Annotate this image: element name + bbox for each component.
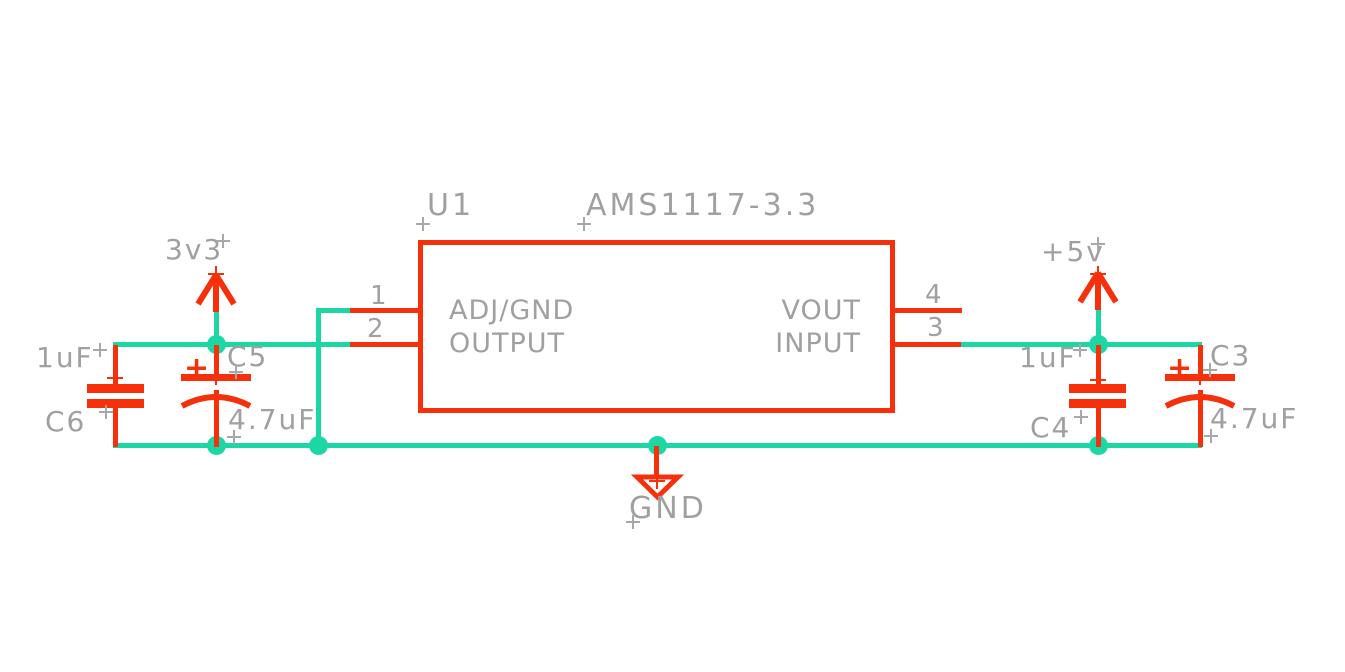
gnd-stub[interactable] [654,446,659,477]
cap-plate[interactable] [87,384,144,393]
pin-name-output: OUTPUT [449,328,566,359]
ic-value: AMS1117-3.3 [586,188,820,223]
wire-5v-supply-stub[interactable] [1096,308,1101,345]
wire-pin1-to-gnd-vertical[interactable] [316,308,321,448]
cap-value-c3: 4.7uF [1210,402,1299,435]
pin-3-stub[interactable] [895,342,961,347]
text-anchor-icon [1091,237,1105,251]
net-label-gnd: GND [629,491,707,526]
junction-dot [309,436,328,455]
cap-ref-c4: C4 [1030,411,1072,444]
junction-dot [207,335,226,354]
pin-4-number: 4 [925,280,942,310]
part-origin-icon [1192,369,1208,385]
cap-ref-c5: C5 [227,340,269,373]
text-anchor-icon [1204,429,1218,443]
cap-lead[interactable] [1096,345,1101,386]
text-anchor-icon [577,217,591,231]
part-origin-icon [649,473,665,489]
text-anchor-icon [1074,410,1088,424]
part-origin-icon [208,266,224,282]
polarity-plus-icon: + [184,351,210,386]
text-anchor-icon [99,405,113,419]
cap-lead[interactable] [113,408,118,447]
pin-2-stub[interactable] [350,342,420,347]
cap-ref-c6: C6 [45,405,87,438]
part-origin-icon [208,369,224,385]
text-anchor-icon [229,365,243,379]
pin-name-adj-gnd: ADJ/GND [449,295,575,326]
text-anchor-icon [216,234,230,248]
net-label-5v: +5v [1041,235,1105,268]
junction-dot [648,436,667,455]
ic-body[interactable] [418,240,895,413]
pin-1-number: 1 [370,281,387,311]
pin-4-stub[interactable] [895,308,962,313]
cap-lead[interactable] [1198,345,1203,378]
text-anchor-icon [1203,363,1217,377]
cap-plate[interactable] [1069,384,1126,393]
part-origin-icon [1090,266,1106,282]
cap-lead[interactable] [1096,408,1101,447]
text-anchor-icon [227,430,241,444]
cap-plate[interactable] [1069,399,1126,408]
polarity-plus-icon: + [1167,351,1193,386]
cap-ref-c3: C3 [1210,339,1252,372]
wire-3v3-rail[interactable] [113,342,353,347]
part-origin-icon [1090,372,1106,388]
cap-lead[interactable] [1198,390,1203,447]
cap-value-c6: 1uF [36,341,94,374]
ic-ref: U1 [427,188,475,223]
wire-pin1-horizontal[interactable] [316,308,354,313]
text-anchor-icon [416,217,430,231]
cap-plate[interactable] [87,399,144,408]
text-anchor-icon [1073,343,1087,357]
pin-1-stub[interactable] [350,308,420,313]
cap-value-c5: 4.7uF [228,403,317,436]
pin-2-number: 2 [367,314,384,344]
wire-3v3-supply-stub[interactable] [214,309,219,345]
pin-name-vout: VOUT [781,295,861,326]
text-anchor-icon [93,343,107,357]
net-label-3v3: 3v3 [165,233,224,266]
cap-lead[interactable] [214,390,219,447]
junction-dot [1089,335,1108,354]
cap-lead[interactable] [113,345,118,386]
text-anchor-icon [626,515,640,529]
cap-value-c4: 1uF [1019,341,1077,374]
part-origin-icon [107,370,123,386]
pin-name-input: INPUT [775,328,861,359]
pin-3-number: 3 [927,313,944,343]
cap-lead[interactable] [214,345,219,378]
